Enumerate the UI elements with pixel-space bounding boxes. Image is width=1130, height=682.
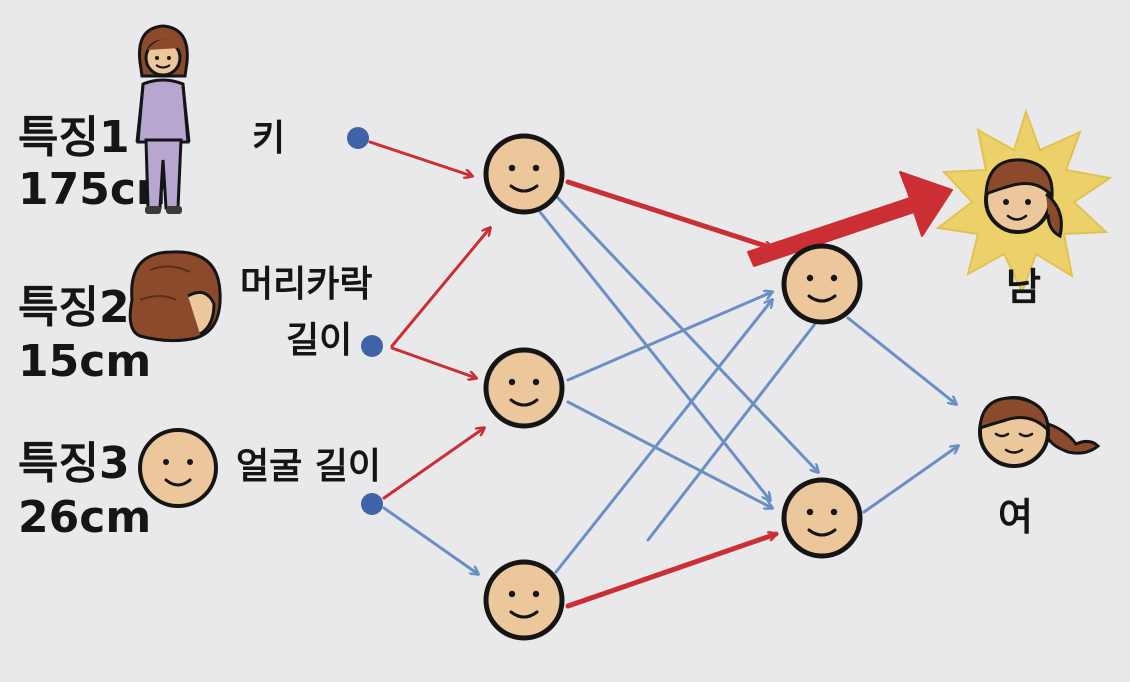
connection <box>566 400 772 508</box>
standing-person-icon <box>135 24 191 214</box>
attribute-hair-length-line1: 머리카락 <box>240 264 372 305</box>
hidden-node <box>483 347 565 429</box>
arrow-icon <box>747 171 953 267</box>
feature-2-name: 특징2 <box>18 282 130 333</box>
connection <box>382 506 478 574</box>
attribute-hair-length-line2: 길이 <box>286 320 352 361</box>
input-node <box>347 127 369 149</box>
connection <box>538 210 770 500</box>
connection <box>646 318 820 542</box>
attribute-height-label: 키 <box>252 118 285 159</box>
feature-2-value: 15cm <box>18 336 151 387</box>
boy-face-icon <box>984 158 1063 239</box>
connection <box>565 534 776 609</box>
connection <box>390 228 490 348</box>
feature-3-value: 26cm <box>18 492 151 543</box>
feature-1-name: 특징1 <box>18 112 130 163</box>
connection <box>382 428 484 500</box>
connection <box>554 300 772 574</box>
connection <box>368 140 472 176</box>
output-female-label: 여 <box>998 495 1033 539</box>
connections <box>368 140 958 609</box>
output-male-label: 남 <box>1006 265 1041 309</box>
connection <box>862 446 958 514</box>
connection <box>566 292 772 382</box>
connection <box>390 346 476 378</box>
face-icon <box>138 428 218 508</box>
girl-face-icon <box>978 396 1101 468</box>
hair-icon <box>128 250 222 343</box>
hidden-node <box>781 477 863 559</box>
hidden-node <box>483 133 565 215</box>
attribute-face-length-label: 얼굴 길이 <box>236 446 381 487</box>
input-node <box>361 335 383 357</box>
input-node <box>361 493 383 515</box>
feature-3-name: 특징3 <box>18 438 130 489</box>
hidden-node <box>781 243 863 325</box>
hidden-node <box>483 559 565 641</box>
connection <box>554 194 818 472</box>
connection <box>846 316 956 404</box>
connection <box>565 179 772 248</box>
